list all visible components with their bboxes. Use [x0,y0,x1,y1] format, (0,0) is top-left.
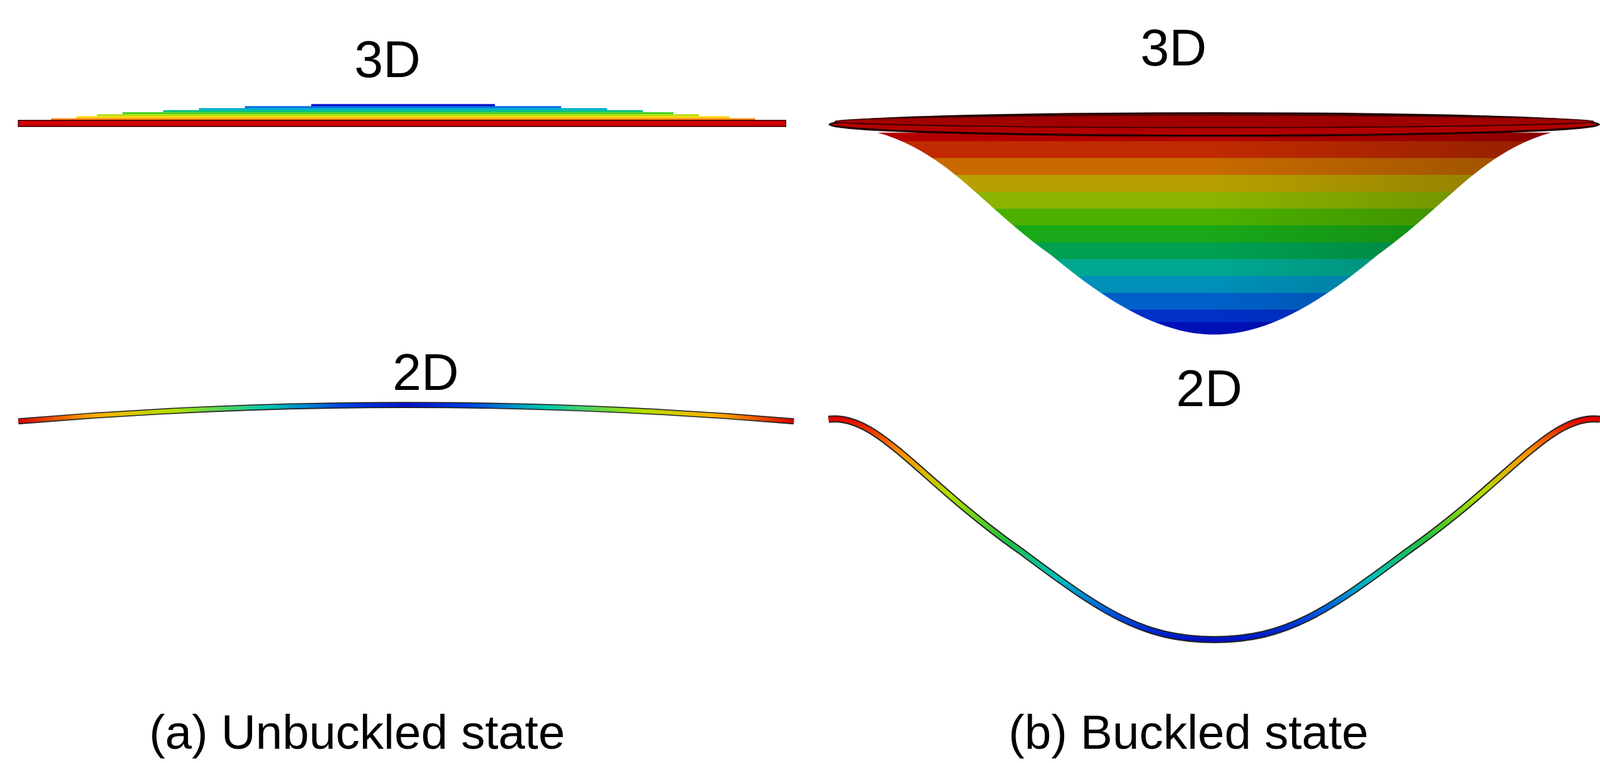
view-label: 2D [392,344,459,402]
subfigure-caption: (b) Buckled state [1008,706,1369,759]
subfigure-caption: (a) Unbuckled state [149,706,566,759]
flat-disk-3d [18,104,786,128]
view-label: 2D [1176,360,1243,418]
buckled-curve-2d [828,419,1600,641]
view-label: 3D [1140,19,1207,77]
view-label: 3D [354,31,421,89]
arch-2d [18,405,794,422]
buckled-bowl-3d [829,113,1599,336]
